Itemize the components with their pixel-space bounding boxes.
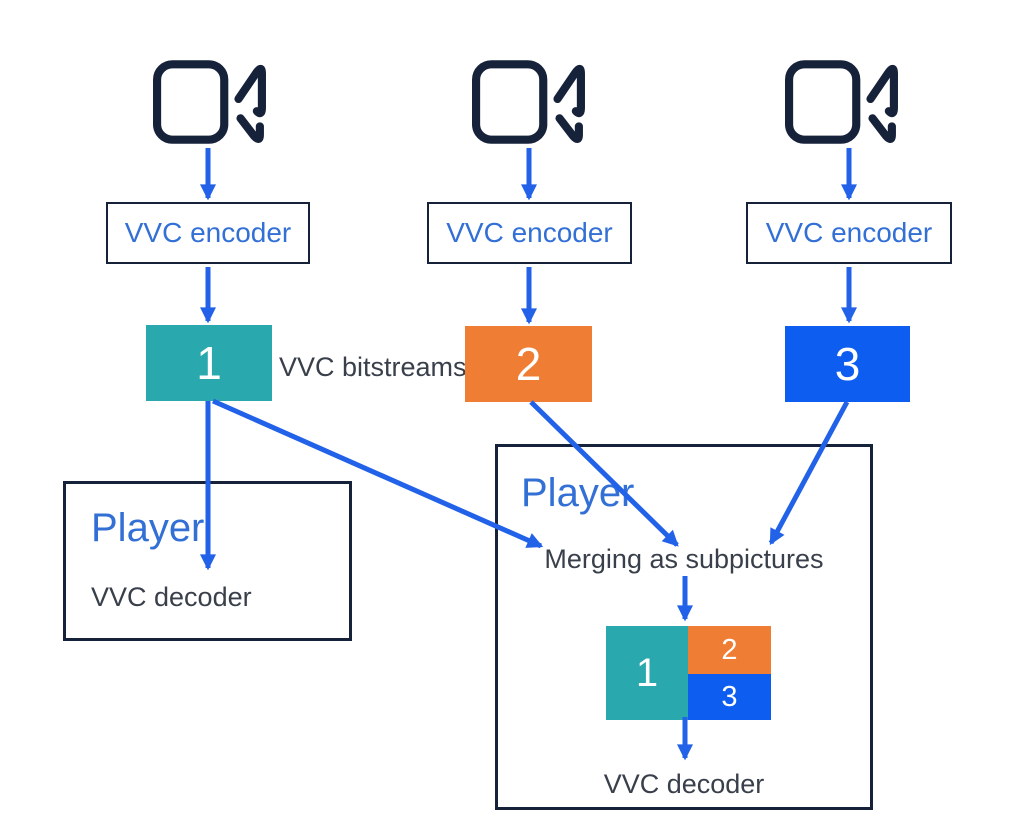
subpicture-tile-2: 2 (688, 626, 771, 674)
bitstreams-caption: VVC bitstreams (279, 352, 467, 382)
bitstream-box-2: 2 (465, 326, 592, 402)
vvc-encoder-box-1: VVC encoder (106, 202, 310, 264)
video-camera-icon (153, 60, 267, 144)
vvc-encoder-label: VVC encoder (446, 217, 613, 248)
vvc-decoder-label: VVC decoder (603, 769, 765, 799)
bitstream-box-1: 1 (146, 325, 272, 401)
vvc-decoder-label: VVC decoder (91, 582, 252, 612)
bitstream-number: 1 (196, 337, 222, 389)
player-title: Player (91, 506, 205, 550)
subpicture-number: 3 (721, 680, 738, 713)
vvc-encoder-label: VVC encoder (124, 217, 292, 248)
video-camera-icon (785, 60, 899, 144)
bitstream-number: 2 (515, 338, 542, 390)
bitstream-number: 3 (834, 338, 861, 390)
vvc-encoder-box-3: VVC encoder (746, 202, 952, 264)
bitstream-box-3: 3 (785, 326, 910, 402)
player-box-merging: Player Merging as subpictures 1 2 3 VVC … (495, 444, 873, 810)
subpicture-number: 1 (635, 650, 659, 695)
player-title: Player (521, 471, 635, 515)
subpicture-tile-1: 1 (606, 626, 688, 720)
merging-as-subpictures-label: Merging as subpictures (544, 544, 824, 574)
vvc-encoder-box-2: VVC encoder (427, 202, 632, 264)
vvc-encoder-label: VVC encoder (765, 217, 933, 248)
player-box-single: Player VVC decoder (63, 481, 352, 641)
subpicture-tile-3: 3 (688, 674, 771, 720)
video-camera-icon (472, 60, 586, 144)
merged-subpicture-composite: 1 2 3 (606, 626, 771, 720)
subpicture-number: 2 (721, 633, 738, 666)
